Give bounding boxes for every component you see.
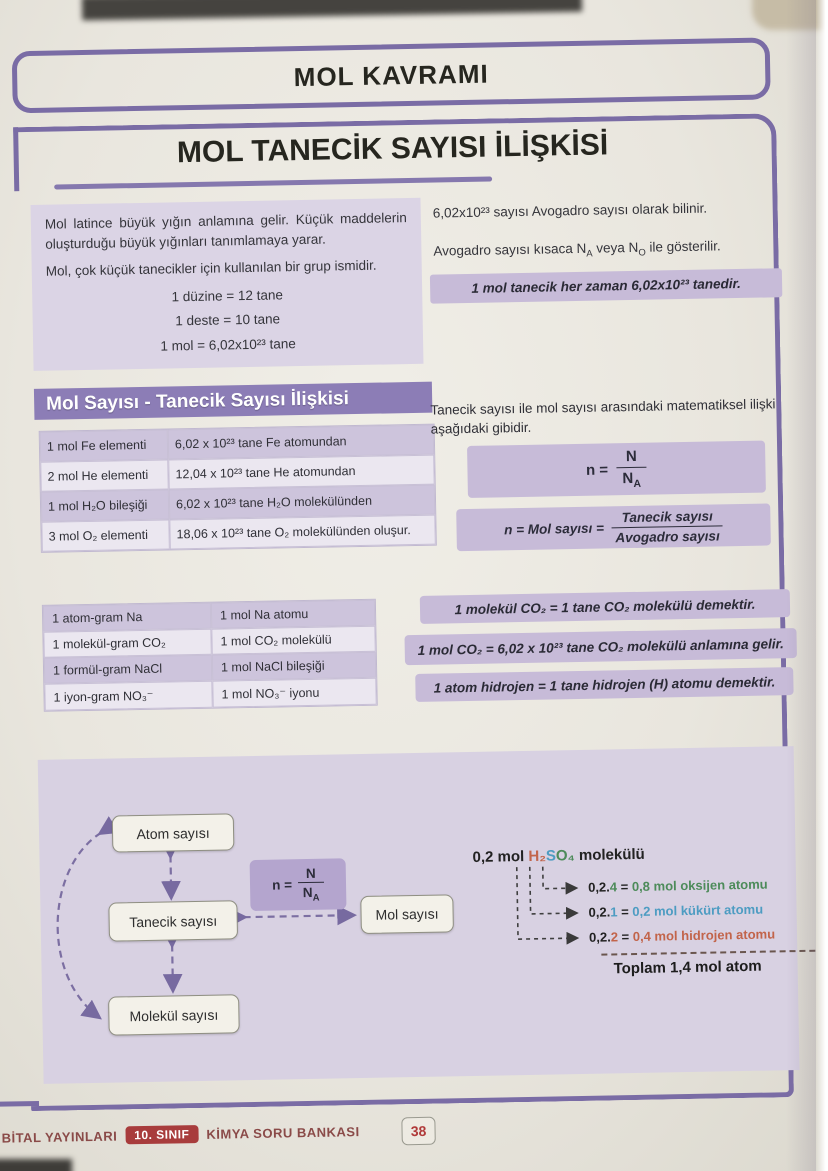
intro-paragraph-2: Mol, çok küçük tanecikler için kullanıla… <box>45 257 377 279</box>
table-cell: 1 formül-gram NaCl <box>43 654 213 684</box>
example-suffix: molekülü <box>574 845 645 865</box>
page-number-badge: 38 <box>401 1116 436 1146</box>
equivalence-deste: 1 deste = 10 tane <box>175 311 281 329</box>
avogadro-notation-pre: Avogadro sayısı kısaca N <box>433 240 587 259</box>
formula-denominator: NA <box>616 468 647 491</box>
diagram-box-atom: Atom sayısı <box>111 813 235 853</box>
chapter-title-banner: MOL KAVRAMI <box>11 37 771 114</box>
diagram-box-tanecik: Tanecik sayısı <box>108 900 239 942</box>
row-base: 0,2. <box>587 879 610 895</box>
chapter-title: MOL KAVRAMI <box>293 58 489 92</box>
row-equals: = <box>616 879 633 895</box>
double-arrow-atom-tanecik-icon <box>160 839 181 901</box>
table-cell: 1 mol CO₂ molekülü <box>211 625 376 655</box>
formula-symbolic: n = N NA <box>467 440 766 498</box>
equivalence-mol: 1 mol = 6,02x10²³ tane <box>160 335 296 354</box>
intro-left-panel: Mol latince büyük yığın anlamına gelir. … <box>30 197 424 371</box>
denominator-sub: A <box>312 892 320 904</box>
formula-fraction: Tanecik sayısı Avogadro sayısı <box>611 507 724 545</box>
table-cell: 1 iyon-gram NO₃⁻ <box>44 680 213 711</box>
formula-lhs: n = <box>272 877 293 893</box>
formula-fraction: N NA <box>615 447 648 491</box>
footer: BİTAL YAYINLARI 10. SINIF KİMYA SORU BAN… <box>1 1122 359 1147</box>
mol-tanecik-table: 1 mol Fe elementi 6,02 x 10²³ tane Fe at… <box>38 423 437 553</box>
publisher-name: BİTAL YAYINLARI <box>1 1128 118 1146</box>
diagram-box-mol: Mol sayısı <box>360 894 454 935</box>
table-cell: 2 mol He elementi <box>40 459 169 492</box>
table-cell: 18,06 x 10²³ tane O₂ molekülünden oluşur… <box>169 514 436 550</box>
example-total: Toplam 1,4 mol atom <box>613 957 762 978</box>
row-equals: = <box>617 904 633 920</box>
table-cell: 3 mol O₂ elementi <box>41 519 170 552</box>
avogadro-notation-post: ile gösterilir. <box>645 238 721 255</box>
photo-background-bottom-corner <box>0 1159 72 1171</box>
example-prefix: 0,2 mol <box>472 847 529 866</box>
formula-numerator: N <box>297 865 324 883</box>
formula-numerator: Tanecik sayısı <box>611 507 723 528</box>
example-row-oxygen: 0,2.4 = 0,8 mol oksijen atomu <box>588 877 768 895</box>
table-cell: 1 mol H₂O bileşiği <box>40 489 170 522</box>
avogadro-notation-mid: veya N <box>592 239 639 256</box>
formula-denominator: NA <box>298 882 324 904</box>
formula-lhs: n = <box>585 460 609 479</box>
table-cell: 1 molekül-gram CO₂ <box>43 628 212 658</box>
connector-sulfur-icon <box>528 866 579 920</box>
diagram-panel: Atom sayısı Tanecik sayısı Molekül sayıs… <box>37 746 816 1084</box>
table-cell: 12,04 x 10²³ tane He atomundan <box>168 454 435 490</box>
formula-fraction: N NA <box>297 865 324 904</box>
double-arrow-tanecik-molekul-icon <box>161 928 183 994</box>
row-result: 0,2 mol kükürt atomu <box>632 901 764 920</box>
example-o4: O₄ <box>555 847 575 865</box>
formula-numerator: N <box>615 447 647 469</box>
diagram-box-molekul: Molekül sayısı <box>108 994 240 1036</box>
table-cell: 1 atom-gram Na <box>42 602 212 632</box>
formula-verbal: n = Mol sayısı = Tanecik sayısı Avogadro… <box>456 503 771 552</box>
grade-badge: 10. SINIF <box>125 1125 199 1145</box>
table-cell: 1 mol Na atomu <box>210 599 376 629</box>
double-arrow-tanecik-mol-icon <box>228 905 358 928</box>
denominator-base: N <box>622 469 634 488</box>
relation-text: Tanecik sayısı ile mol sayısı arasındaki… <box>430 396 776 437</box>
frame-bottom-extension <box>0 1100 40 1107</box>
example-formula-line: 0,2 mol H₂SO₄ molekülü <box>472 846 645 866</box>
table-cell: 1 mol NaCl bileşiği <box>211 651 377 681</box>
row-result: 0,8 mol oksijen atomu <box>631 876 768 895</box>
denominator-sub: A <box>633 477 642 490</box>
example-row-hydrogen: 0,2.2 = 0,4 mol hidrojen atomu <box>589 926 775 944</box>
formula-denominator: Avogadro sayısı <box>615 527 720 545</box>
example-sum-line <box>601 949 816 956</box>
row-base: 0,2. <box>588 929 611 945</box>
table-cell: 1 mol Fe elementi <box>39 429 169 462</box>
diagram-formula-box: n = N NA <box>249 858 347 912</box>
row-base: 0,2. <box>588 904 611 920</box>
gram-equivalence-table: 1 atom-gram Na 1 mol Na atomu 1 molekül-… <box>41 598 378 712</box>
intro-paragraph-1: Mol latince büyük yığın anlamına gelir. … <box>44 210 407 252</box>
connector-oxygen-icon <box>541 866 579 895</box>
photo-desk-corner <box>752 0 828 30</box>
equivalence-duzine: 1 düzine = 12 tane <box>171 287 284 305</box>
series-name: KİMYA SORU BANKASI <box>206 1123 360 1142</box>
example-h2: H₂ <box>528 847 547 865</box>
example-row-sulfur: 0,2.1 = 0,2 mol kükürt atomu <box>588 902 763 920</box>
table-cell: 6,02 x 10²³ tane H₂O molekülünden <box>168 484 436 520</box>
table-cell: 1 mol NO₃⁻ iyonu <box>212 677 377 708</box>
formula-lhs: n = Mol sayısı = <box>503 520 605 537</box>
page-curve-shadow <box>786 0 816 1171</box>
row-result: 0,4 mol hidrojen atomu <box>632 926 776 945</box>
row-equals: = <box>617 929 633 945</box>
page-right-edge <box>816 0 828 1171</box>
connector-hydrogen-icon <box>515 867 580 945</box>
table-cell: 6,02 x 10²³ tane Fe atomundan <box>167 424 435 460</box>
curved-double-arrow-atom-molekul-icon <box>56 816 120 1020</box>
